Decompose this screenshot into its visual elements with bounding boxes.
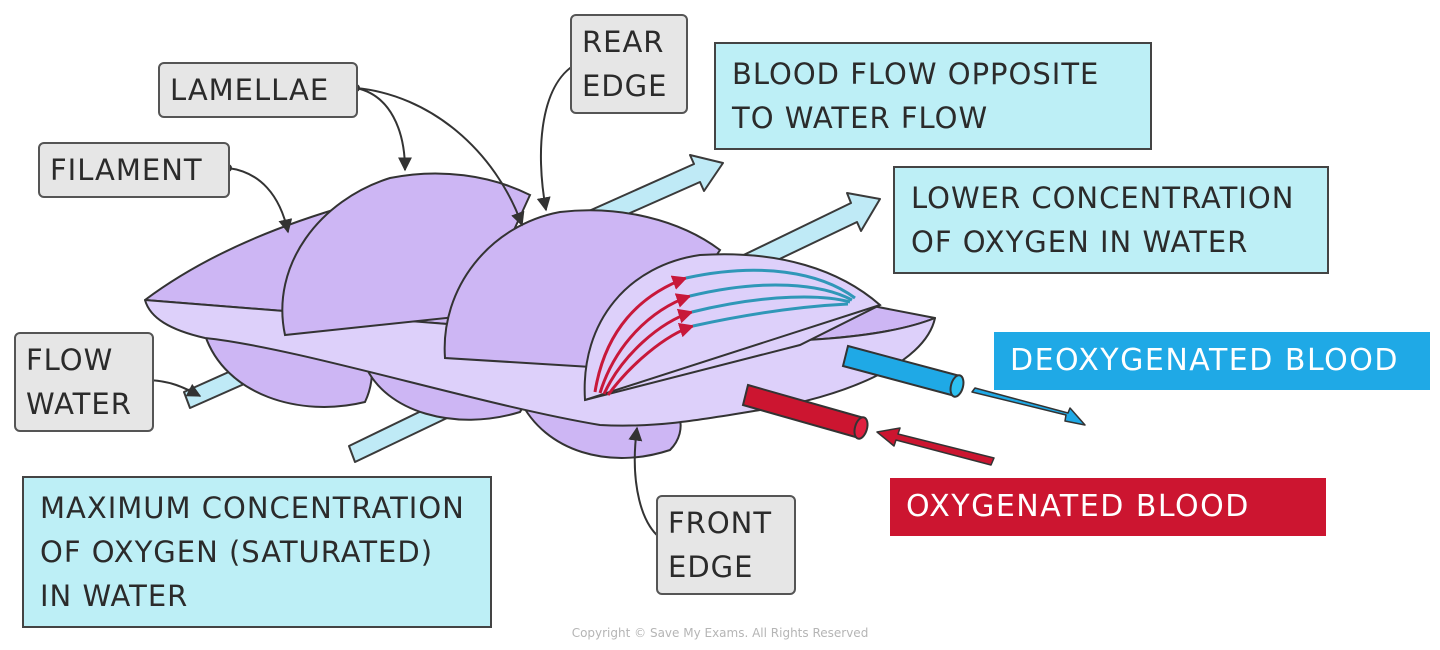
flow-water-line-1: FLOW: [26, 343, 114, 377]
blood-flow-line-2: TO WATER FLOW: [732, 101, 989, 135]
lower-concentration-line-1: LOWER CONCENTRATION: [911, 181, 1295, 215]
lamellae-pointer-1: [355, 87, 412, 172]
maximum-concentration-line-2: OF OXYGEN (SATURATED): [40, 535, 434, 569]
lamellae-upper: [281, 172, 882, 402]
lower-concentration-box: LOWER CONCENTRATION OF OXYGEN IN WATER: [893, 166, 1329, 274]
maximum-concentration-box: MAXIMUM CONCENTRATION OF OXYGEN (SATURAT…: [22, 476, 492, 628]
rear-edge-line-1: REAR: [582, 25, 665, 59]
copyright-notice: Copyright © Save My Exams. All Rights Re…: [571, 626, 869, 640]
flow-water-label: FLOW WATER: [14, 332, 154, 432]
front-edge-line-2: EDGE: [668, 550, 754, 584]
rear-edge-line-2: EDGE: [582, 69, 668, 103]
filament-label: FILAMENT: [38, 142, 230, 198]
capillary-red-4: [606, 323, 695, 396]
blood-flow-opposite-box: BLOOD FLOW OPPOSITE TO WATER FLOW: [714, 42, 1152, 150]
filament-label-text: FILAMENT: [50, 153, 203, 187]
blood-flow-line-1: BLOOD FLOW OPPOSITE: [732, 57, 1100, 91]
rear-edge-label: REAR EDGE: [570, 14, 688, 114]
capillary-blue-2: [689, 283, 853, 302]
rear-edge-pointer: [536, 61, 581, 212]
oxygenated-blood-text: OXYGENATED BLOOD: [906, 489, 1250, 524]
deoxygenated-blood-text: DEOXYGENATED BLOOD: [1010, 343, 1399, 378]
front-edge-label: FRONT EDGE: [656, 495, 796, 595]
capillary-blue-3: [691, 295, 851, 314]
flow-water-line-2: WATER: [26, 387, 132, 421]
lamellae-label-text: LAMELLAE: [170, 73, 330, 107]
oxygenated-flow-arrow: [876, 427, 995, 466]
capillary-blue-1: [685, 268, 856, 300]
deoxygenated-flow-arrow: [971, 387, 1086, 426]
blood-capillaries: [593, 268, 856, 396]
deoxygenated-vessel-end: [949, 374, 965, 398]
filament-pointer: [227, 167, 293, 234]
front-edge-line-1: FRONT: [668, 506, 773, 540]
capillary-blue-4: [692, 302, 849, 328]
maximum-concentration-line-1: MAXIMUM CONCENTRATION: [40, 491, 465, 525]
oxygenated-blood-banner: OXYGENATED BLOOD: [890, 478, 1326, 536]
lamellae-label: LAMELLAE: [158, 62, 358, 118]
capillary-red-2: [598, 293, 692, 394]
lower-concentration-line-2: OF OXYGEN IN WATER: [911, 225, 1249, 259]
capillary-red-1: [593, 275, 688, 393]
lamellae-pointer-2: [355, 87, 525, 227]
oxygenated-vessel-end: [853, 416, 869, 440]
capillary-red-3: [602, 308, 694, 395]
deoxygenated-blood-banner: DEOXYGENATED BLOOD: [994, 332, 1430, 390]
vessels: [741, 344, 965, 440]
lamella-3-cut-face: [584, 304, 881, 401]
maximum-concentration-line-3: IN WATER: [40, 579, 189, 613]
blood-direction-arrows: [876, 387, 1086, 466]
